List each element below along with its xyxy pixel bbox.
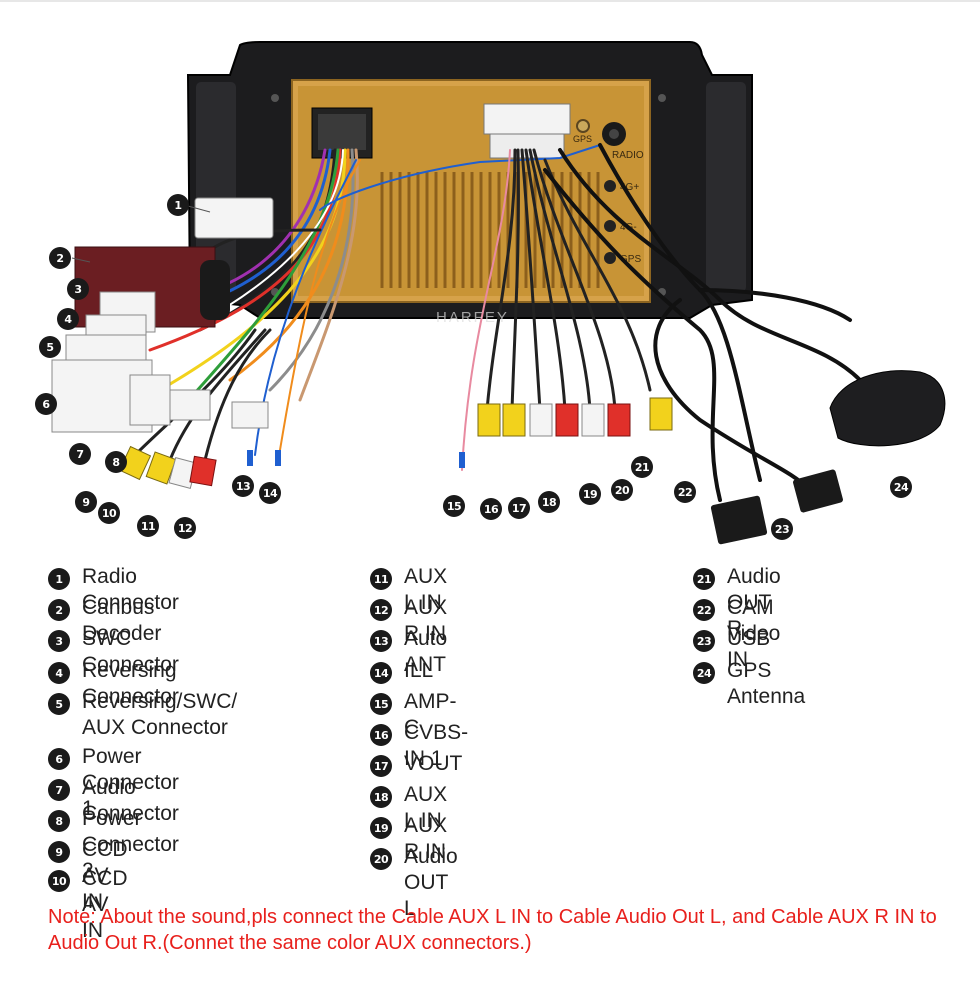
legend-number-17: 17 [370,755,392,777]
legend-number-5: 5 [48,693,70,715]
legend-number-1: 1 [48,568,70,590]
legend-item-20: 20 Audio OUT L [370,844,458,922]
legend-number-22: 22 [693,599,715,621]
legend-item-4: 4 Reversing Connector [48,658,179,710]
4g-plus-port-label: 4G+ [620,182,639,193]
legend-label-17: VOUT [404,752,463,775]
legend-label-2: Canbus Decoder [82,596,162,645]
middle-rca-plugs [459,397,673,468]
legend-item-24: 24 GPS Antenna [693,658,805,710]
legend-label-21: Audio OUT R [727,565,781,640]
legend-label-7: Audio Connector [82,776,179,825]
legend-item-3: 3 SWC Connector [48,626,179,678]
legend-number-23: 23 [693,630,715,652]
legend-item-13: 13 Auto ANT [370,626,447,678]
legend-label-11: AUX L IN [404,565,448,614]
legend-label-23: USB [727,627,771,650]
legend-item-12: 12 AUX R IN [370,595,447,647]
middle-wire-bundle [461,143,862,502]
legend-label-19: AUX R IN [404,814,448,863]
legend-label-13: Auto ANT [404,627,448,676]
gps-side-port-label: GPS [620,254,641,265]
legend-label-1: Radio Connector [82,565,179,614]
legend-label-4: Reversing Connector [82,659,179,708]
legend-label-14: ILL [404,659,434,682]
note-text: Note: About the sound,pls connect the Ca… [48,906,937,954]
legend-number-14: 14 [370,662,392,684]
legend-item-17: 17 VOUT [370,751,462,777]
radio-port-label: RADIO [612,150,644,161]
legend-number-6: 6 [48,748,70,770]
legend-label-16: CVBS-IN 1 [404,721,469,770]
legend-label-8: Power Connector 2 [82,807,179,882]
legend-label-24: GPS Antenna [727,659,806,708]
gps-port-label: GPS [573,134,592,144]
legend-number-3: 3 [48,630,70,652]
legend-item-18: 18 AUX L IN [370,782,447,834]
legend-item-7: 7 Audio Connector [48,775,179,827]
legend-item-14: 14 ILL [370,658,433,684]
legend-item-1: 1 Radio Connector [48,564,179,616]
legend-number-2: 2 [48,599,70,621]
legend-label-9: CCD AV IN [82,838,128,913]
legend-label-3: SWC Connector [82,627,179,676]
legend-number-7: 7 [48,779,70,801]
usb-and-gps [710,370,946,545]
legend-label-10: CCD AV IN [82,867,128,942]
legend-label-12: AUX R IN [404,596,448,645]
legend-number-15: 15 [370,693,392,715]
legend-number-16: 16 [370,724,392,746]
legend-label-22: CAM Video IN [727,596,781,671]
legend-number-18: 18 [370,786,392,808]
wiring-diagram: GPS RADIO 4G+ 4G- GPS [0,0,980,545]
watermark: HARFEY [436,309,509,326]
legend-number-10: 10 [48,870,70,892]
legend-item-10: 10 CCD AV IN [48,866,128,944]
legend-number-13: 13 [370,630,392,652]
legend-item-9: 9 CCD AV IN [48,837,128,915]
legend-number-24: 24 [693,662,715,684]
legend-item-19: 19 AUX R IN [370,813,447,865]
legend-number-9: 9 [48,841,70,863]
legend-item-8: 8 Power Connector 2 [48,806,179,884]
legend-number-20: 20 [370,848,392,870]
left-rca-plugs [118,445,281,490]
legend-item-21: 21 Audio OUT R [693,564,781,642]
legend-label-5: Reversing/SWC/ AUX Connector [82,690,238,739]
legend-label-6: Power Connector 1 [82,745,179,820]
legend-number-19: 19 [370,817,392,839]
head-unit: GPS RADIO 4G+ 4G- GPS [186,41,753,319]
legend-item-15: 15 AMP-C [370,689,457,741]
legend-number-21: 21 [693,568,715,590]
legend-item-16: 16 CVBS-IN 1 [370,720,468,772]
left-connectors [51,197,274,433]
legend-item-23: 23 USB [693,626,770,652]
legend-label-20: Audio OUT L [404,845,458,920]
legend-number-8: 8 [48,810,70,832]
legend-label-15: AMP-C [404,690,457,739]
legend-item-5: 5 Reversing/SWC/ AUX Connector [48,689,237,741]
legend-item-22: 22 CAM Video IN [693,595,780,673]
legend-number-11: 11 [370,568,392,590]
legend-item-2: 2 Canbus Decoder [48,595,161,647]
legend-item-11: 11 AUX L IN [370,564,447,616]
leader-lines [71,205,211,263]
legend-number-4: 4 [48,662,70,684]
legend-number-12: 12 [370,599,392,621]
legend-item-6: 6 Power Connector 1 [48,744,179,822]
legend-label-18: AUX L IN [404,783,448,832]
